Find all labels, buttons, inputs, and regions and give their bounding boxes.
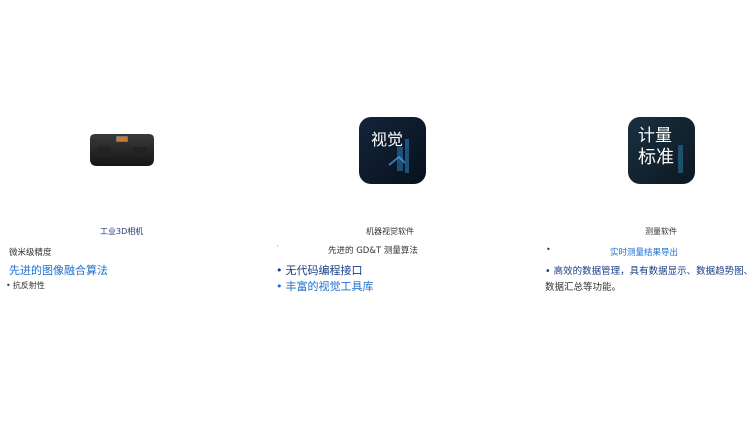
bullet-icon: • bbox=[545, 266, 551, 277]
product-caption-vision: 机器视觉软件 bbox=[366, 227, 414, 236]
feature-anti-reflection-row: •抗反射性 bbox=[6, 280, 45, 291]
feature-no-code-row: •无代码编程接口 bbox=[276, 262, 363, 278]
feature-data-summary: 数据汇总等功能。 bbox=[545, 282, 622, 293]
3d-camera-image bbox=[89, 133, 155, 167]
measurement-software-icon bbox=[628, 117, 695, 184]
vision-software-icon bbox=[359, 117, 426, 184]
feature-vision-tools: 丰富的视觉工具库 bbox=[285, 280, 374, 293]
feature-realtime-export: 实时测量结果导出 bbox=[610, 248, 679, 258]
feature-gdt-algorithm: 先进的 GD&T 测量算法 bbox=[328, 246, 418, 256]
feature-data-management-row: •高效的数据管理，具有数据显示、数据趋势图、 bbox=[545, 263, 753, 277]
feature-data-management: 高效的数据管理，具有数据显示、数据趋势图、 bbox=[553, 266, 754, 277]
feature-anti-reflection: 抗反射性 bbox=[12, 281, 45, 290]
product-caption-camera: 工业3D相机 bbox=[100, 227, 144, 236]
feature-no-code: 无代码编程接口 bbox=[285, 264, 363, 277]
list-marker: · bbox=[276, 242, 279, 252]
bullet-icon: • bbox=[6, 281, 11, 290]
bullet-icon: • bbox=[276, 264, 283, 277]
measure-icon-label-bottom: 标准 bbox=[638, 147, 674, 168]
feature-micron-precision: 微米级精度 bbox=[9, 248, 52, 258]
feature-image-fusion: 先进的图像融合算法 bbox=[9, 264, 108, 277]
product-caption-measurement: 测量软件 bbox=[645, 227, 677, 236]
bullet-icon: • bbox=[276, 280, 283, 293]
feature-vision-tools-row: •丰富的视觉工具库 bbox=[276, 278, 374, 294]
measure-icon-label-top: 计量 bbox=[638, 126, 672, 146]
vision-icon-label: 视觉 bbox=[371, 130, 404, 149]
bullet-icon: • bbox=[546, 245, 551, 254]
